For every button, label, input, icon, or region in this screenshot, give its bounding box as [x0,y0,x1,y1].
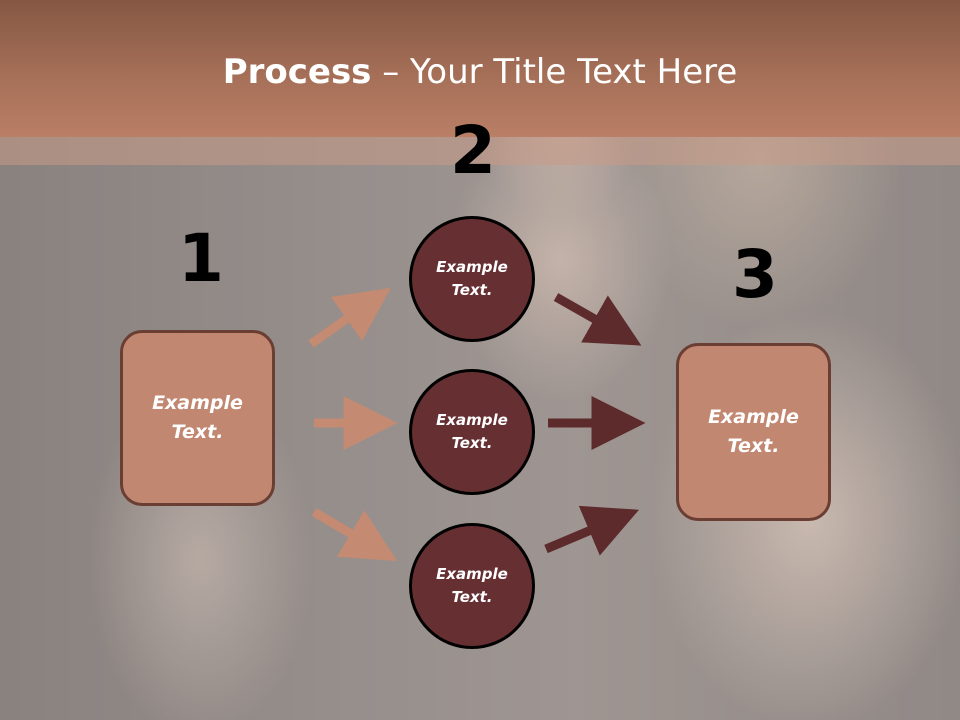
arrow-1-to-2c [311,508,398,561]
circle-middle-line2: Text. [451,434,493,452]
title-bar [0,0,960,137]
left-process-box: Example Text. [120,330,275,506]
circle-bottom-line2: Text. [451,588,493,606]
title-bold: Process [222,52,372,92]
process-circle-middle: Example Text. [409,369,535,495]
left-box-line1: Example [152,392,243,414]
circle-top-line1: Example [436,258,508,276]
process-circle-bottom: Example Text. [409,523,535,649]
arrow-2c-to-3 [544,505,640,556]
arrow-2a-to-3 [553,293,642,346]
right-process-box: Example Text. [676,343,831,521]
slide-title: Process – Your Title Text Here [0,52,960,92]
process-circle-top: Example Text. [409,216,535,342]
right-box-line1: Example [708,406,799,428]
step-number-1: 1 [178,220,224,297]
title-rest: – Your Title Text Here [371,52,738,92]
step-number-3: 3 [732,236,778,313]
circle-bottom-line1: Example [436,565,508,583]
right-box-line2: Text. [727,435,780,457]
title-strip [0,137,960,165]
circle-top-line2: Text. [451,281,493,299]
step-number-2: 2 [450,112,496,189]
circle-middle-line1: Example [436,411,508,429]
left-box-line2: Text. [171,421,224,443]
arrow-1-to-2a [308,287,391,348]
